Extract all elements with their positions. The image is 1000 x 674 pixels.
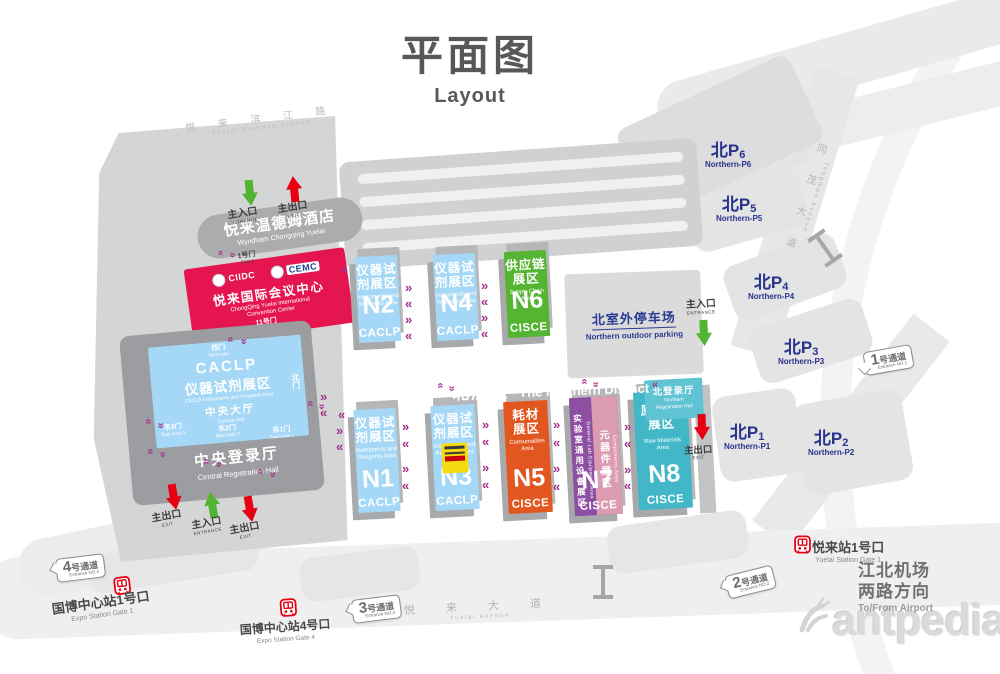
- hall-gap-chevron-right-icon: [481, 279, 488, 292]
- north-exit-arrow: [693, 413, 711, 443]
- east3-chevron-down-icon: [157, 451, 168, 457]
- hall-gap-chevron-left-icon: [624, 437, 631, 450]
- hall-gap-chevron-left-icon: [482, 478, 489, 491]
- parking-label-p2: 北P2 Northern-P2: [808, 429, 855, 457]
- hall-gap-chevron-left-icon: [405, 329, 412, 342]
- link-chevron-right-icon: [336, 424, 343, 437]
- hall-gap-chevron-right-icon: [482, 461, 489, 474]
- reg-left-chevron-down-icon: [155, 422, 166, 428]
- link-chevron-right-icon: [320, 390, 327, 403]
- parking-label-p4: 北P4 Northern-P4: [748, 273, 795, 301]
- hall-gap-chevron-right-icon: [405, 281, 412, 294]
- district-chevron-left-icon: [652, 380, 658, 391]
- east3-chevron-up-icon: [146, 448, 157, 454]
- hall-gap-chevron-right-icon: [481, 311, 488, 324]
- hall-gap-chevron-left-icon: [402, 479, 409, 492]
- parking-label-p1: 北P1 Northern-P1: [724, 423, 771, 451]
- yuelai-station-gate1: 悦来站1号口 Yuelai Station Gate 1: [812, 540, 885, 564]
- hall-gap-chevron-right-icon: [482, 418, 489, 431]
- hall-gap-chevron-right-icon: [402, 462, 409, 475]
- district-chevron-down-icon: [590, 381, 601, 387]
- east2-chevron-down-icon: [213, 461, 224, 467]
- metro-icon: [113, 575, 133, 601]
- hall-gap-chevron-left-icon: [481, 327, 488, 340]
- hall-gap-chevron-right-icon: [405, 313, 412, 326]
- east2-chevron-up-icon: [202, 458, 213, 464]
- parking-label-p5: 北P5 Northern-P5: [716, 195, 763, 223]
- n3-yellow-badge: [441, 442, 469, 474]
- east1-chevron-up-icon: [256, 468, 267, 474]
- metro-icon: [794, 535, 811, 559]
- reg-left-chevron-up-icon: [144, 418, 155, 424]
- hall-gap-chevron-left-icon: [553, 436, 560, 449]
- hall-gap-chevron-right-icon: [624, 420, 631, 433]
- hall-gap-chevron-left-icon: [402, 437, 409, 450]
- district-chevron-down-icon: [446, 385, 457, 391]
- antpedia-logo-icon: [792, 596, 836, 645]
- north-gate-label: 北门: [290, 372, 302, 390]
- page-title: 平面图 Layout: [330, 22, 610, 108]
- link-chevron-left-icon: [338, 408, 345, 421]
- crossing-bridge-icon: [593, 565, 613, 599]
- east1-chevron-down-icon: [267, 471, 278, 477]
- main-entrance-arrow-top: [241, 179, 260, 209]
- title-en: Layout: [434, 85, 506, 107]
- west-gate-chevron-down-icon: [238, 338, 249, 344]
- north-entrance-arrow: [695, 319, 713, 349]
- hall-gap-chevron-right-icon: [624, 463, 631, 476]
- hall-gap-chevron-right-icon: [402, 420, 409, 433]
- watermark: antpedia: [832, 596, 1000, 645]
- hall-gap-chevron-right-icon: [553, 462, 560, 475]
- hall-gap-chevron-right-icon: [553, 418, 560, 431]
- northern-outdoor-parking: 北室外停车场 Northern outdoor parking: [564, 269, 704, 379]
- gate1-chevron-up-icon: [216, 250, 226, 256]
- link-chevron-left-icon: [340, 262, 347, 275]
- gate1-chevron-down-icon: [227, 252, 237, 258]
- hall-gap-chevron-left-icon: [481, 295, 488, 308]
- link-chevron-left-icon: [320, 406, 327, 419]
- hall-gap-chevron-left-icon: [553, 480, 560, 493]
- parking-label-p3: 北P3 Northern-P3: [778, 338, 825, 366]
- hall-gap-chevron-left-icon: [624, 479, 631, 492]
- metro-icon: [279, 597, 298, 622]
- link-chevron-left-icon: [336, 440, 343, 453]
- parking-label-p6: 北P6 Northern-P6: [705, 141, 752, 169]
- hall-gap-chevron-left-icon: [405, 297, 412, 310]
- airport-direction-label: 江北机场 两路方向 To/From Airport: [858, 561, 933, 614]
- main-exit-arrow-top: [284, 173, 304, 203]
- ciidc-emblem-icon: [211, 272, 227, 288]
- cemc-emblem-icon: [270, 264, 285, 279]
- hall-gap-chevron-left-icon: [482, 435, 489, 448]
- west-gate-chevron-up-icon: [226, 336, 237, 342]
- expo-station-gate4: 国博中心站4号口 Expo Station Gate 4: [239, 616, 331, 645]
- title-zh: 平面图: [400, 32, 539, 79]
